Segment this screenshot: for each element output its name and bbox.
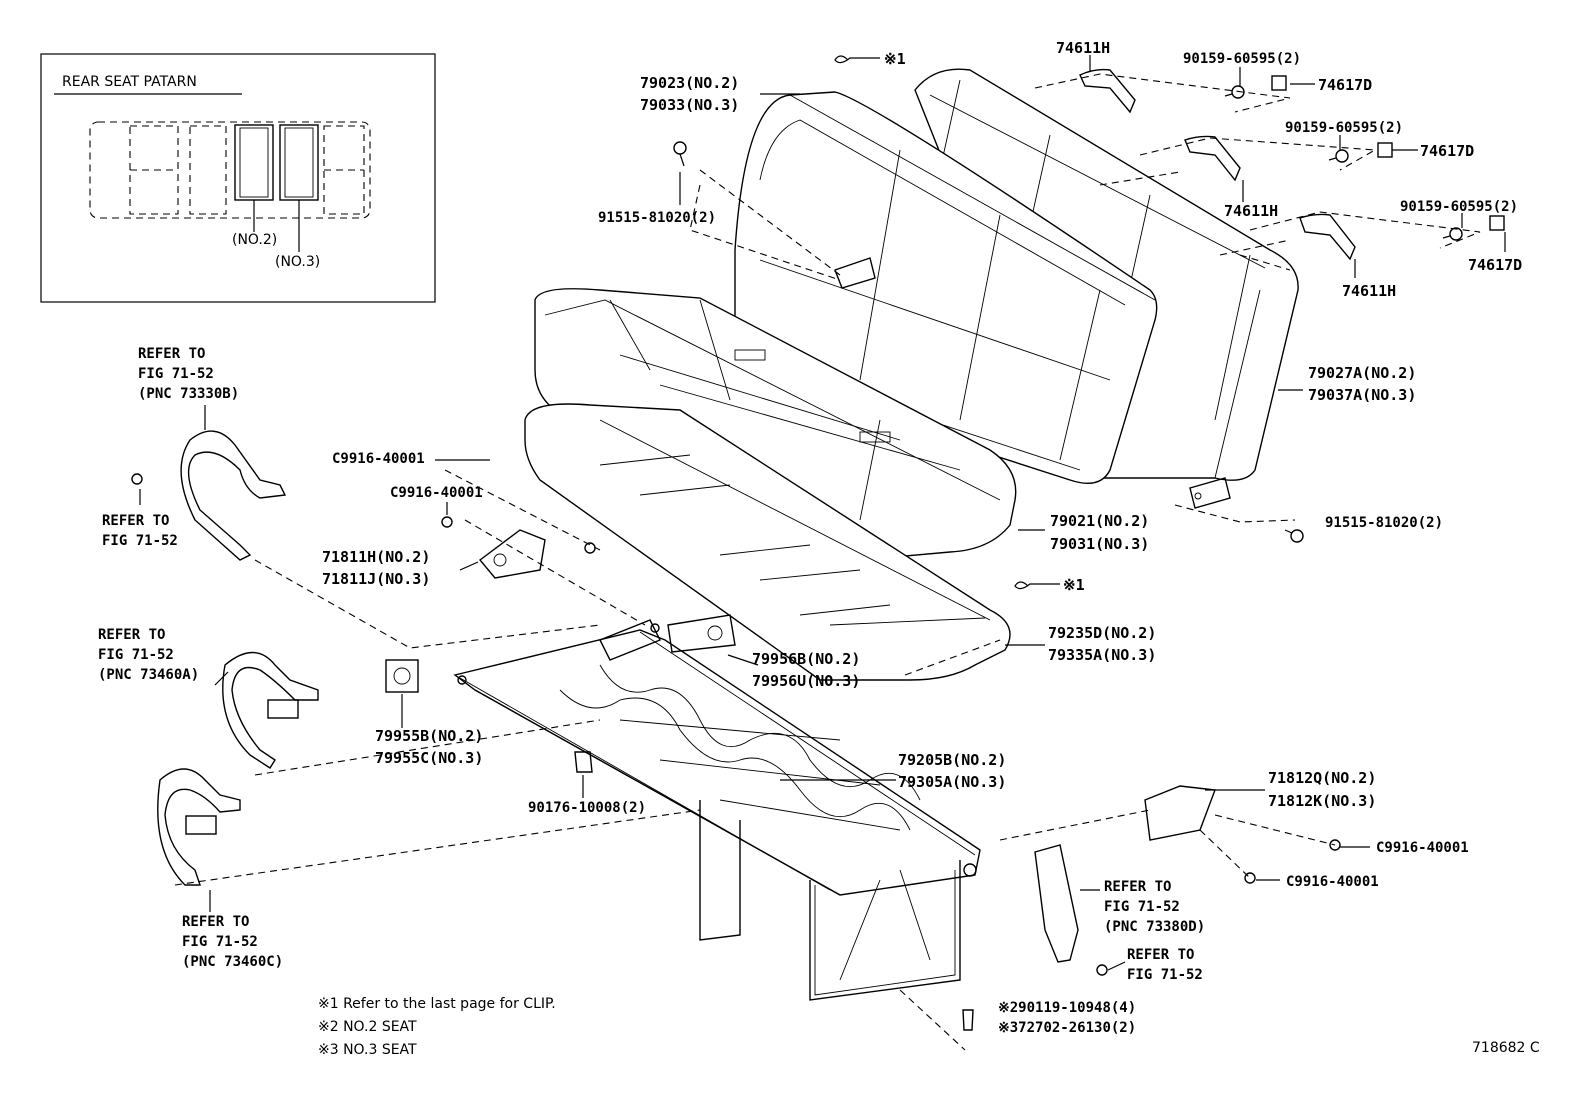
- seat-pattern-inset: REAR SEAT PATARN (NO.2) (NO.3): [40, 53, 436, 303]
- part-c9916-a: C9916-40001: [332, 451, 425, 467]
- refer-4-line3: (PNC 73460C): [182, 954, 283, 970]
- part-74611h-a: 74611H: [1056, 39, 1110, 57]
- part-79956u: 79956U(NO.3): [752, 672, 860, 690]
- part-c9916-b: C9916-40001: [390, 485, 483, 501]
- part-90159-a: 90159-60595(2): [1183, 51, 1301, 67]
- callout-labels: ※1 ※1 74611H 74611H 74611H 90159-60595(2…: [322, 39, 1522, 1036]
- part-71811h: 71811H(NO.2): [322, 548, 430, 566]
- part-79305a: 79305A(NO.3): [898, 773, 1006, 791]
- refer-2-line2: FIG 71-52: [102, 533, 178, 549]
- part-71812q: 71812Q(NO.2): [1268, 769, 1376, 787]
- part-79023: 79023(NO.2): [640, 74, 739, 92]
- seat-cushion-pad: [524, 403, 1011, 681]
- refer-1-line3: (PNC 73330B): [138, 386, 239, 402]
- refer-4-line1: REFER TO: [182, 914, 249, 930]
- part-79235d: 79235D(NO.2): [1048, 624, 1156, 642]
- refer-6-line2: FIG 71-52: [1127, 967, 1203, 983]
- footnote-3: ※3 NO.3 SEAT: [318, 1042, 417, 1058]
- part-74611h-b: 74611H: [1224, 202, 1278, 220]
- part-79033: 79033(NO.3): [640, 96, 739, 114]
- part-290119: ※290119-10948(4): [998, 1000, 1136, 1016]
- seat-cushion-assembly: [534, 288, 1017, 561]
- refer-6-line1: REFER TO: [1127, 947, 1194, 963]
- figure-id: 718682 C: [1472, 1040, 1540, 1056]
- footnote-1: ※1 Refer to the last page for CLIP.: [318, 996, 556, 1012]
- part-74617d-b: 74617D: [1420, 142, 1474, 160]
- small-parts: [385, 68, 1505, 1031]
- refer-2-line1: REFER TO: [102, 513, 169, 529]
- part-c9916-c: C9916-40001: [1376, 840, 1469, 856]
- footnote-2: ※2 NO.2 SEAT: [318, 1019, 417, 1035]
- part-91515-a: 91515-81020(2): [598, 210, 716, 226]
- part-79205b: 79205B(NO.2): [898, 751, 1006, 769]
- part-90159-c: 90159-60595(2): [1400, 199, 1518, 215]
- part-74611h-c: 74611H: [1342, 282, 1396, 300]
- part-90159-b: 90159-60595(2): [1285, 120, 1403, 136]
- refer-3-line3: (PNC 73460A): [98, 667, 199, 683]
- part-c9916-d: C9916-40001: [1286, 874, 1379, 890]
- refer-1-line2: FIG 71-52: [138, 366, 214, 382]
- refer-5-line3: (PNC 73380D): [1104, 919, 1205, 935]
- seat-belts: [131, 430, 319, 886]
- part-74617d-c: 74617D: [1468, 256, 1522, 274]
- refer-3-line2: FIG 71-52: [98, 647, 174, 663]
- part-79021: 79021(NO.2): [1050, 512, 1149, 530]
- part-79955b: 79955B(NO.2): [375, 727, 483, 745]
- clip-ref-top: ※1: [884, 50, 906, 68]
- leader-lines: [139, 55, 1506, 971]
- footnotes: ※1 Refer to the last page for CLIP. ※2 N…: [318, 996, 1540, 1058]
- part-79335a: 79335A(NO.3): [1048, 646, 1156, 664]
- refer-4-line2: FIG 71-52: [182, 934, 258, 950]
- part-79031: 79031(NO.3): [1050, 535, 1149, 553]
- assembly-lines: [174, 73, 1481, 1051]
- inset-label-no2: (NO.2): [232, 232, 277, 248]
- refer-3-line1: REFER TO: [98, 627, 165, 643]
- part-91515-b: 91515-81020(2): [1325, 515, 1443, 531]
- part-79956b: 79956B(NO.2): [752, 650, 860, 668]
- part-372702: ※372702-26130(2): [998, 1020, 1136, 1036]
- part-71812k: 71812K(NO.3): [1268, 792, 1376, 810]
- part-90176: 90176-10008(2): [528, 800, 646, 816]
- refer-5-line2: FIG 71-52: [1104, 899, 1180, 915]
- inset-title: REAR SEAT PATARN: [62, 74, 197, 90]
- clip-ref-mid: ※1: [1063, 576, 1085, 594]
- part-71811j: 71811J(NO.3): [322, 570, 430, 588]
- part-74617d-a: 74617D: [1318, 76, 1372, 94]
- refer-5-line1: REFER TO: [1104, 879, 1171, 895]
- refer-labels: REFER TO FIG 71-52 (PNC 73330B) REFER TO…: [98, 346, 1205, 983]
- part-79955c: 79955C(NO.3): [375, 749, 483, 767]
- refer-1-line1: REFER TO: [138, 346, 205, 362]
- part-79037a: 79037A(NO.3): [1308, 386, 1416, 404]
- part-79027a: 79027A(NO.2): [1308, 364, 1416, 382]
- inset-label-no3: (NO.3): [275, 254, 320, 270]
